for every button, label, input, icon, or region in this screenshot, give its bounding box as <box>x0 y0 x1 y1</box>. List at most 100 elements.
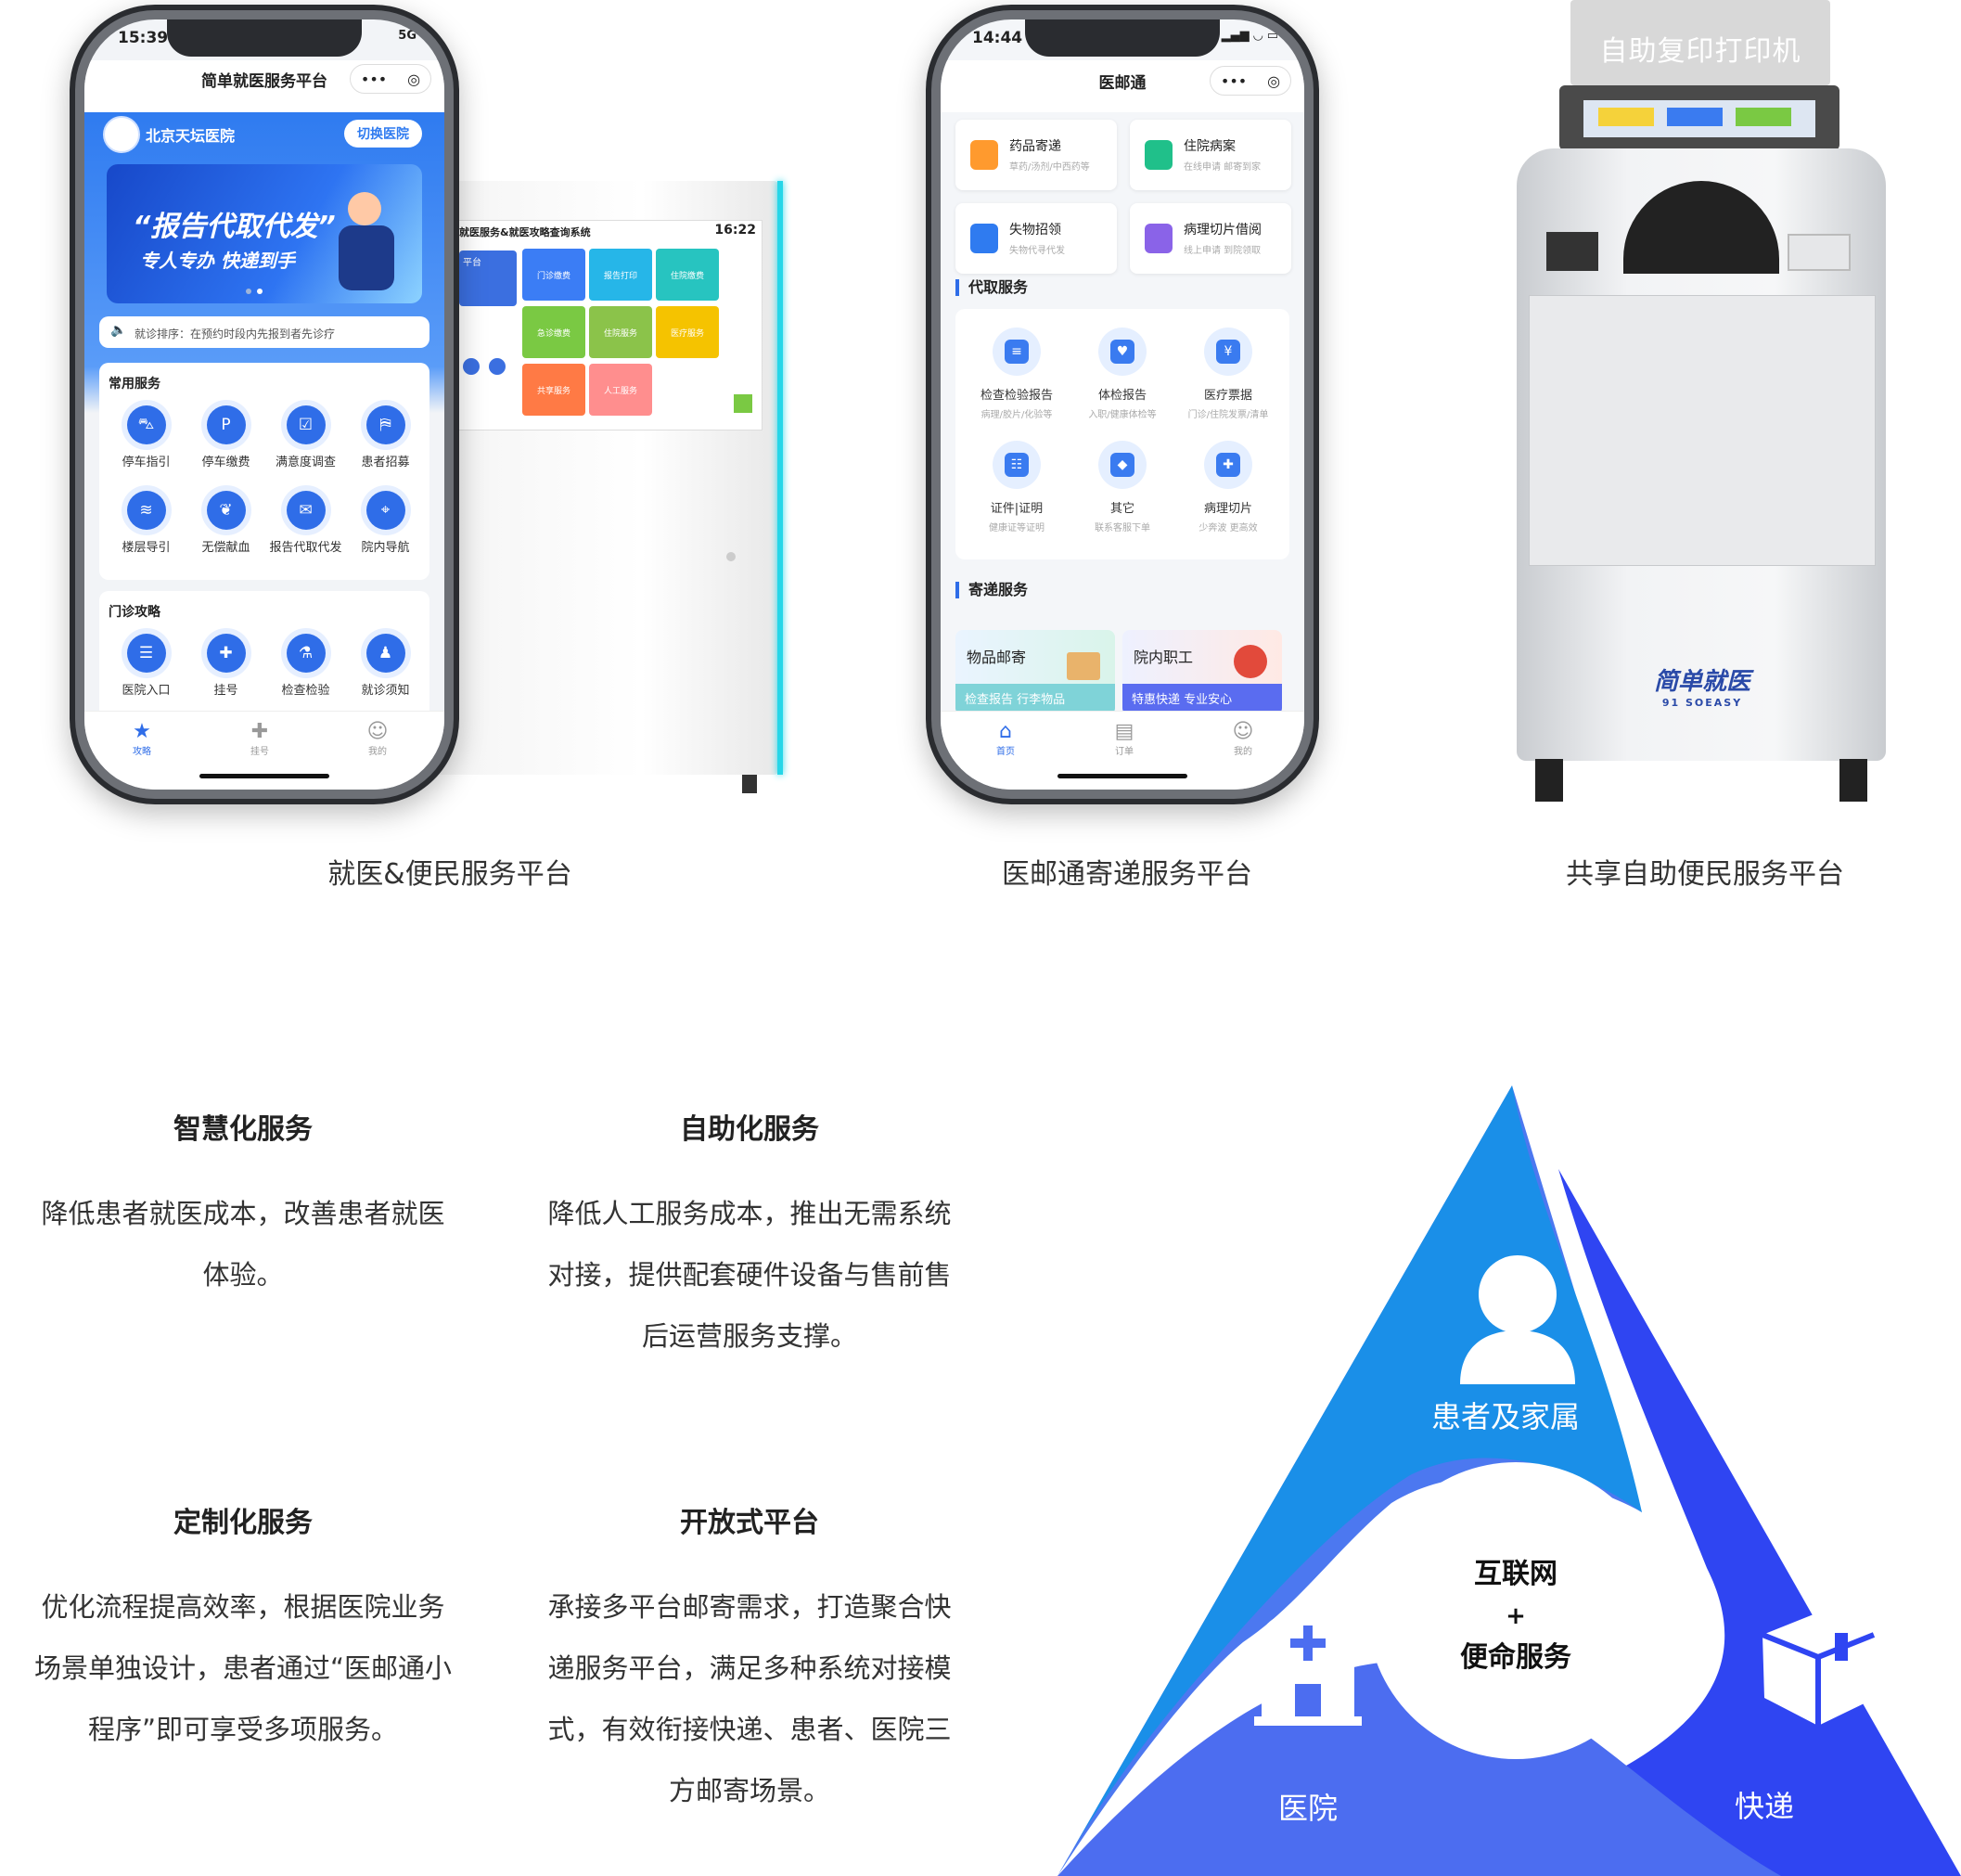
service-item[interactable]: ≋楼层导引 <box>107 491 186 555</box>
pickup-item[interactable]: ✚病理切片少奔波 更高效 <box>1176 441 1280 533</box>
banner-dot-active[interactable] <box>257 289 263 294</box>
printer-screen[interactable] <box>1583 100 1815 137</box>
kiosk-round-icon-1[interactable] <box>463 358 480 375</box>
service-icon: ✉ <box>286 491 326 530</box>
banner-dot[interactable] <box>246 289 251 294</box>
service-icon: ⌖ <box>365 491 405 530</box>
delivery-card-title: 院内职工 <box>1134 649 1194 666</box>
phone-yiyoutong: 14:44 ▂▄▆ ◡ ▭ 医邮通 ••• ◎ 药品寄递草药/汤剂/中西药等住院… <box>926 5 1319 804</box>
printer-logo-cn: 简单就医 <box>1653 668 1750 696</box>
pickup-item[interactable]: ♥体检报告入职/健康体检等 <box>1070 328 1174 420</box>
more-icon[interactable]: ••• <box>1220 71 1248 90</box>
top-card-sub: 失物代寻代发 <box>1009 246 1065 256</box>
pickup-sub: 联系客服下单 <box>1095 523 1150 533</box>
kiosk-tile[interactable]: 报告打印 <box>589 249 652 301</box>
pickup-label: 检查检验报告 <box>980 389 1053 403</box>
kiosk-round-icon-2[interactable] <box>489 358 506 375</box>
close-icon[interactable]: ◎ <box>1267 71 1281 90</box>
service-label: 停车缴费 <box>201 456 250 469</box>
hospital-logo <box>103 116 140 153</box>
delivery-card-goods[interactable]: 物品邮寄 检查报告 行李物品 <box>955 630 1115 715</box>
top-service-card[interactable]: 住院病案在线申请 邮寄到家 <box>1130 120 1291 190</box>
tab-icon: ☺ <box>1232 720 1254 743</box>
card-reader[interactable] <box>1546 232 1598 271</box>
node-hospital: 医院 <box>1278 1791 1338 1826</box>
printer-logo-en: 91 SOEASY <box>1661 697 1743 709</box>
guide-item[interactable]: ☰医院入口 <box>107 634 186 698</box>
kiosk-tile[interactable]: 住院服务 <box>589 306 652 358</box>
pickup-label: 证件|证明 <box>990 502 1044 516</box>
scanner-panel[interactable] <box>1788 234 1851 271</box>
service-icon: ❦ <box>206 491 246 530</box>
kiosk-tile[interactable]: 共享服务 <box>522 364 585 416</box>
tab-item[interactable]: ☺我的 <box>350 721 405 758</box>
pickup-sub: 门诊/住院发票/清单 <box>1187 410 1269 420</box>
kiosk: 就医服务&就医攻略查询系统 16:22 平台 门诊缴费报告打印住院缴费急诊缴费住… <box>436 181 788 793</box>
mini-program-capsule[interactable]: ••• ◎ <box>350 64 431 94</box>
kiosk-tile[interactable]: 人工服务 <box>589 364 652 416</box>
tab-item[interactable]: ☺ 我的 <box>1215 720 1271 758</box>
service-item[interactable]: ❦ 无偿献血 <box>186 491 265 555</box>
pickup-icon: ◆ <box>1098 441 1147 489</box>
center-circle <box>1367 1462 1664 1759</box>
top-card-title: 药品寄递 <box>1009 139 1061 154</box>
printer-door[interactable] <box>1529 295 1876 566</box>
kiosk-tile[interactable]: 住院缴费 <box>656 249 719 301</box>
pickup-item[interactable]: ≡检查检验报告病理/胶片/化验等 <box>965 328 1069 420</box>
top-service-card[interactable]: 药品寄递草药/汤剂/中西药等 <box>955 120 1117 190</box>
pickup-glyph: ✚ <box>1216 453 1240 477</box>
delivery-card-title: 物品邮寄 <box>967 649 1027 666</box>
pickup-icon: ≡ <box>993 328 1041 376</box>
guide-label: 挂号 <box>213 684 238 698</box>
qr-code-icon <box>734 394 752 413</box>
kiosk-tile[interactable]: 急诊缴费 <box>522 306 585 358</box>
pickup-label: 病理切片 <box>1203 502 1252 516</box>
pickup-item[interactable]: ¥医疗票据门诊/住院发票/清单 <box>1176 328 1280 420</box>
more-icon[interactable]: ••• <box>360 70 388 88</box>
section-guide-title: 门诊攻略 <box>109 605 160 620</box>
notice-bar[interactable]: 🔈 就诊排序：在预约时段内先报到者先诊疗 <box>99 316 429 348</box>
promo-banner[interactable]: “报告代取代发” 专人专办 快递到手 <box>107 164 422 303</box>
top-card-icon <box>970 140 998 170</box>
service-label: 无偿献血 <box>201 541 250 555</box>
guide-icon: ♟ <box>365 634 405 673</box>
tab-item[interactable]: ⌂首页 <box>978 721 1033 758</box>
mini-program-capsule-2[interactable]: ••• ◎ <box>1210 66 1291 96</box>
service-item[interactable]: ☑满意度调查 <box>266 405 345 469</box>
service-item[interactable]: ⛍停车指引 <box>107 405 186 469</box>
service-item[interactable]: ⛿患者招募 <box>346 405 425 469</box>
top-service-card[interactable]: 病理切片借阅线上申请 到院领取 <box>1130 203 1291 274</box>
service-item[interactable]: ⌖ 院内导航 <box>346 491 425 555</box>
service-label: 院内导航 <box>361 541 410 555</box>
tab-label: 首页 <box>996 747 1015 757</box>
pickup-icon: ☷ <box>993 441 1041 489</box>
tab-item[interactable]: ✚挂号 <box>232 721 288 758</box>
tab-item[interactable]: ▤订单 <box>1096 721 1152 758</box>
center-line-2: 便命服务 <box>1460 1641 1571 1674</box>
switch-hospital-button[interactable]: 切换医院 <box>344 120 422 148</box>
top-service-card[interactable]: 失物招领失物代寻代发 <box>955 203 1117 274</box>
banner-title: “报告代取代发” <box>133 211 336 243</box>
kiosk-screen[interactable]: 就医服务&就医攻略查询系统 16:22 平台 门诊缴费报告打印住院缴费急诊缴费住… <box>455 220 763 430</box>
notice-text: 就诊排序：在预约时段内先报到者先诊疗 <box>135 328 336 341</box>
tab-item[interactable]: ★攻略 <box>114 721 170 758</box>
delivery-card-staff[interactable]: 院内职工 特惠快递 专业安心 <box>1122 630 1282 715</box>
kiosk-left-card[interactable]: 平台 <box>459 251 517 306</box>
self-service-printer: 自助复印打印机 简单就医 91 SOEASY <box>1498 0 1897 807</box>
guide-item[interactable]: ♟就诊须知 <box>346 634 425 698</box>
pickup-item[interactable]: ☷证件|证明健康证等证明 <box>965 441 1069 533</box>
service-item[interactable]: ✉ 报告代取代发 <box>266 491 345 555</box>
triangle-right-segment <box>1057 1169 1961 1876</box>
tab-label: 我的 <box>1234 747 1252 757</box>
pickup-item[interactable]: ◆其它联系客服下单 <box>1070 441 1174 533</box>
guide-item[interactable]: ⚗检查检验 <box>266 634 345 698</box>
feature-title-open: 开放式平台 <box>680 1507 819 1539</box>
kiosk-tile[interactable]: 门诊缴费 <box>522 249 585 301</box>
service-label: 报告代取代发 <box>269 541 342 555</box>
kiosk-tile[interactable]: 医疗服务 <box>656 306 719 358</box>
guide-item[interactable]: ✚挂号 <box>186 634 265 698</box>
close-icon[interactable]: ◎ <box>407 70 421 88</box>
service-label: 满意度调查 <box>275 456 336 469</box>
package-icon <box>1761 1613 1876 1726</box>
